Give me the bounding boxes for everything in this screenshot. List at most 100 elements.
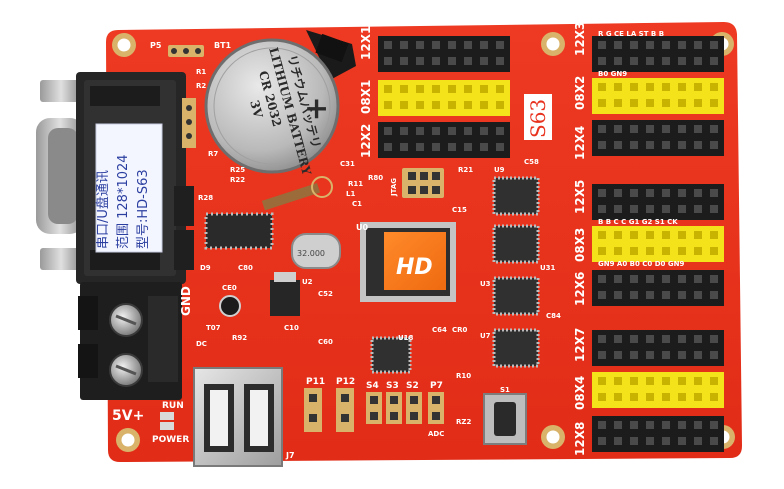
p5-header <box>168 45 204 57</box>
run-led <box>160 412 174 420</box>
header-12x3 <box>592 36 724 72</box>
label-08x3: 08X3 <box>573 228 587 262</box>
label-r22: R22 <box>230 176 245 184</box>
header-12x7 <box>592 330 724 366</box>
label-s4: S4 <box>366 381 379 391</box>
header-08x1 <box>378 80 510 116</box>
label-12x1: 12X1 <box>359 26 373 60</box>
label-u9: U9 <box>494 166 505 174</box>
driver-ic-u31 <box>492 224 540 264</box>
jtag-header <box>402 168 444 198</box>
chip-logo: HD <box>396 255 433 280</box>
label-u2: U2 <box>302 278 313 286</box>
power-led <box>160 422 174 430</box>
model-sticker <box>95 123 163 253</box>
header-12x6 <box>592 270 724 306</box>
battery-plus-sign: + <box>304 91 329 126</box>
label-p5: P5 <box>150 41 162 50</box>
label-dc: DC <box>196 340 207 348</box>
label-u0: U0 <box>356 223 368 232</box>
cylinder-crystal <box>261 176 333 211</box>
label-gnd: GND <box>179 286 193 316</box>
driver-ic-u9 <box>492 176 540 216</box>
label-c60: C60 <box>318 338 333 346</box>
header-12x4 <box>592 120 724 156</box>
model-label-box <box>524 94 552 140</box>
label-08x2: 08X2 <box>573 76 587 110</box>
label-12x8: 12X8 <box>573 422 587 456</box>
header-08x2 <box>592 78 724 114</box>
usb-port <box>193 367 283 467</box>
header-12x8 <box>592 416 724 452</box>
label-cr0: CR0 <box>452 326 468 334</box>
sticker-line-1: 串口/U盘通讯 <box>95 170 111 249</box>
label-u3: U3 <box>480 280 491 288</box>
label-t07: T07 <box>206 324 221 332</box>
pads-p11 <box>304 388 322 432</box>
sticker-line-3: 型号:HD-S63 <box>136 169 151 249</box>
pin-labels-12x3: R G CE LA ST B B <box>598 30 664 38</box>
sticker-line-2: 范围 128*1024 <box>116 154 131 249</box>
label-s2: S2 <box>406 381 419 391</box>
label-rz2: RZ2 <box>456 418 471 426</box>
pin-labels-08x3: GN9 A0 B0 C0 D0 GN9 <box>598 260 684 268</box>
label-l1: L1 <box>346 190 355 198</box>
label-c52: C52 <box>318 290 333 298</box>
header-group-left <box>378 36 510 158</box>
label-5v: 5V+ <box>112 408 144 424</box>
chip-soic-left <box>204 212 274 250</box>
label-08x4: 08X4 <box>573 376 587 410</box>
label-jtag: JTAG <box>390 178 398 197</box>
label-12x2: 12X2 <box>359 124 373 158</box>
label-12x7: 12X7 <box>573 328 587 362</box>
label-r11: R11 <box>348 180 363 188</box>
label-c84: C84 <box>546 312 561 320</box>
label-j7: J7 <box>285 451 295 460</box>
pads-s4-s3-s2-p7 <box>366 392 444 424</box>
header-group-right <box>592 36 724 452</box>
chip-u18 <box>370 336 412 374</box>
pin-labels-12x5: B B C C G1 G2 S1 CK <box>598 218 678 226</box>
label-s1: S1 <box>500 386 510 394</box>
label-run: RUN <box>162 401 184 411</box>
header-12x5 <box>592 184 724 220</box>
label-r28: R28 <box>198 194 213 202</box>
label-c15: C15 <box>452 206 467 214</box>
label-p12: P12 <box>336 377 355 387</box>
label-p11: P11 <box>306 377 325 387</box>
label-c31: C31 <box>340 160 355 168</box>
header-12x1 <box>378 36 510 72</box>
label-r92: R92 <box>232 334 247 342</box>
pads-p12 <box>336 388 354 432</box>
label-ce0: CE0 <box>222 284 237 292</box>
label-bt1: BT1 <box>214 41 232 50</box>
label-c10: C10 <box>284 324 299 332</box>
power-terminal-block <box>78 282 182 400</box>
label-r10: R10 <box>456 372 471 380</box>
label-r80: R80 <box>368 174 383 182</box>
header-08x3 <box>592 226 724 262</box>
driver-ic-u3 <box>492 276 540 316</box>
model-label: S63 <box>526 99 550 138</box>
coin-cell-battery <box>204 30 356 174</box>
crystal-oscillator <box>291 233 341 269</box>
regulator-u2 <box>270 272 300 316</box>
label-12x5: 12X5 <box>573 180 587 214</box>
header-08x4 <box>592 372 724 408</box>
driver-ic-u7 <box>492 328 540 368</box>
label-12x3: 12X3 <box>573 22 587 56</box>
resistor-array <box>182 98 196 148</box>
pin-labels-08x2: B0 GN9 <box>598 70 627 78</box>
label-c80: C80 <box>238 264 253 272</box>
label-r21: R21 <box>458 166 473 174</box>
label-r25: R25 <box>230 166 245 174</box>
label-r1: R1 <box>196 68 206 76</box>
diode-d9 <box>174 186 194 270</box>
battery-line-4: 3V <box>247 99 265 120</box>
label-u18: U18 <box>398 334 414 342</box>
label-c58: C58 <box>524 158 539 166</box>
label-12x4: 12X4 <box>573 126 587 160</box>
label-r2: R2 <box>196 82 206 90</box>
capacitor-ce0 <box>219 295 241 317</box>
